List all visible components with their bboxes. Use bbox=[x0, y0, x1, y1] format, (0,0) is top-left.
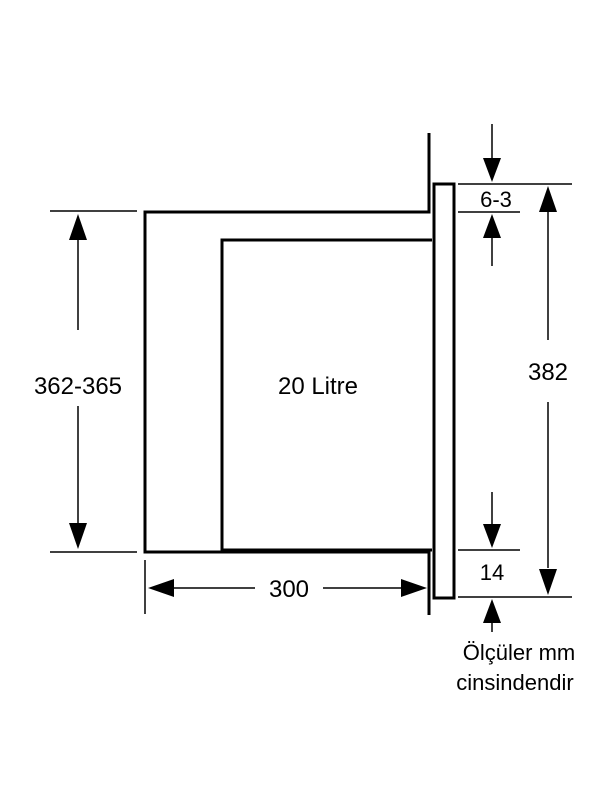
depth-arrows bbox=[148, 579, 427, 597]
gap-top-label: 6-3 bbox=[480, 187, 512, 212]
volume-label: 20 Litre bbox=[278, 373, 358, 400]
height-dimension bbox=[50, 210, 137, 553]
units-note-line1: Ölçüler mm bbox=[463, 640, 575, 665]
height-arrows bbox=[69, 214, 87, 549]
units-note-line2: cinsindendir bbox=[456, 670, 573, 695]
appliance-cavity bbox=[220, 238, 432, 552]
gap-top-dimension bbox=[458, 124, 520, 266]
gap-top-arrows bbox=[483, 158, 501, 238]
bottom-offset-label: 14 bbox=[480, 560, 504, 585]
depth-dimension bbox=[144, 560, 402, 614]
total-height-dimension bbox=[458, 183, 572, 598]
bottom-offset-arrows bbox=[483, 524, 501, 623]
front-panel bbox=[432, 182, 456, 600]
total-height-label: 382 bbox=[528, 359, 568, 386]
depth-label: 300 bbox=[269, 576, 309, 603]
bottom-offset-dimension bbox=[458, 492, 520, 632]
height-label: 362-365 bbox=[34, 373, 122, 400]
niche-outline bbox=[143, 133, 431, 615]
total-height-arrows bbox=[539, 186, 557, 595]
